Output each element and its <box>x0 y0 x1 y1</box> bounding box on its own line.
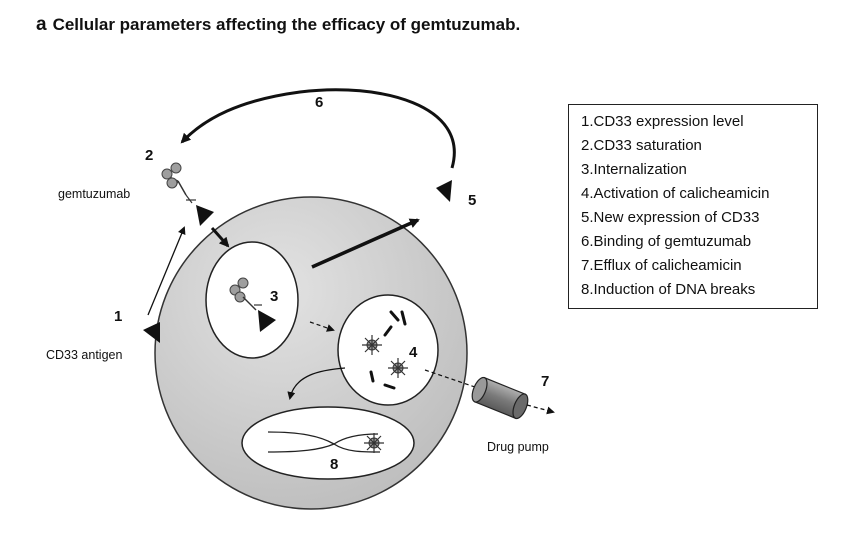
legend-item-1: 1.CD33 expression level <box>581 113 744 130</box>
drug-fragments <box>369 310 407 390</box>
legend-item-2: 2.CD33 saturation <box>581 137 702 154</box>
step-number-7: 7 <box>541 373 549 390</box>
receptor-icon-2 <box>196 205 214 226</box>
antibody-icon-3 <box>229 277 276 332</box>
receptor-icon-1 <box>143 322 160 343</box>
figure-title: a Cellular parameters affecting the effic… <box>36 14 520 36</box>
pump-icon <box>471 376 529 420</box>
antibody-icon-2 <box>161 162 196 204</box>
step-number-5: 5 <box>468 192 476 209</box>
cd33-antigen-label: CD33 antigen <box>46 348 122 362</box>
legend-item-8: 8.Induction of DNA breaks <box>581 281 756 298</box>
step-number-6: 6 <box>315 94 323 111</box>
arrow-7-efflux <box>526 404 555 415</box>
step-number-2: 2 <box>145 147 153 164</box>
legend-item-4: 4.Activation of calicheamicin <box>581 185 770 202</box>
dna-icon <box>267 431 381 453</box>
step-number-3: 3 <box>270 288 278 305</box>
arrow-1-expression <box>147 226 186 316</box>
nucleus-compartment <box>241 406 415 480</box>
lysosome-compartment <box>337 294 439 406</box>
arrow-5-new-expression <box>311 218 420 269</box>
starburst-icon-2 <box>388 358 408 378</box>
gemtuzumab-label: gemtuzumab <box>58 187 130 201</box>
arrow-lysosome-nucleus <box>287 367 346 400</box>
starburst-icon-3 <box>364 433 384 453</box>
legend-item-3: 3.Internalization <box>581 161 687 178</box>
legend-item-5: 5.New expression of CD33 <box>581 209 760 226</box>
legend-item-6: 6.Binding of gemtuzumab <box>581 233 752 250</box>
title-text: Cellular parameters affecting the effica… <box>52 15 521 34</box>
receptor-icon-5 <box>436 180 452 202</box>
arrow-internalization <box>210 227 230 248</box>
drug-pump-label: Drug pump <box>487 440 549 454</box>
starburst-icon-1 <box>362 335 382 355</box>
step-number-4: 4 <box>409 344 418 361</box>
step-number-1: 1 <box>114 308 122 325</box>
panel-letter: a <box>36 14 47 35</box>
arrow-6-binding <box>180 88 456 169</box>
legend-box: 1.CD33 expression level 2.CD33 saturatio… <box>568 104 818 309</box>
legend-item-7: 7.Efflux of calicheamicin <box>581 257 742 274</box>
endosome-compartment <box>205 241 299 359</box>
step-number-8: 8 <box>330 456 338 473</box>
efflux-path <box>424 369 479 389</box>
